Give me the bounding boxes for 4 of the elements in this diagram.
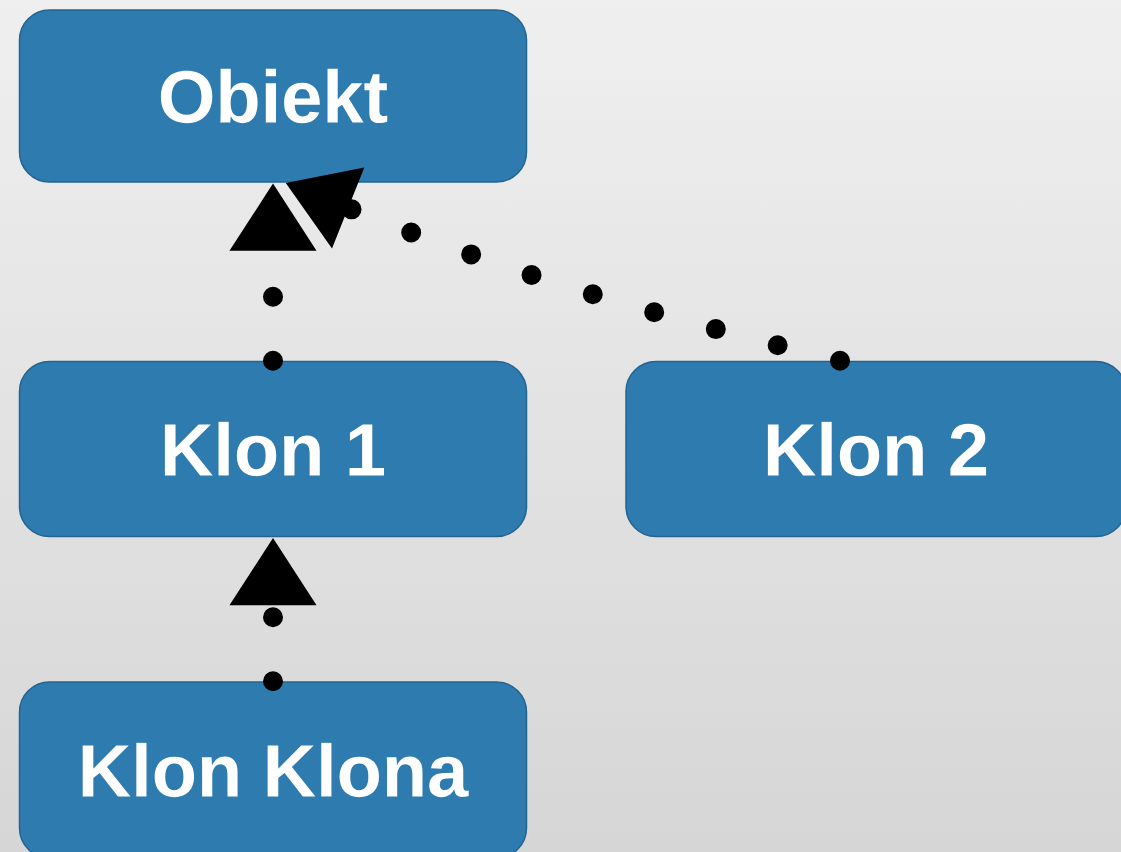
process-box: Klon 1 bbox=[18, 360, 528, 538]
process-box: Klon 2 bbox=[625, 360, 1121, 538]
process-box: Obiekt bbox=[18, 9, 528, 183]
process-box: Klon Klona bbox=[18, 681, 528, 852]
